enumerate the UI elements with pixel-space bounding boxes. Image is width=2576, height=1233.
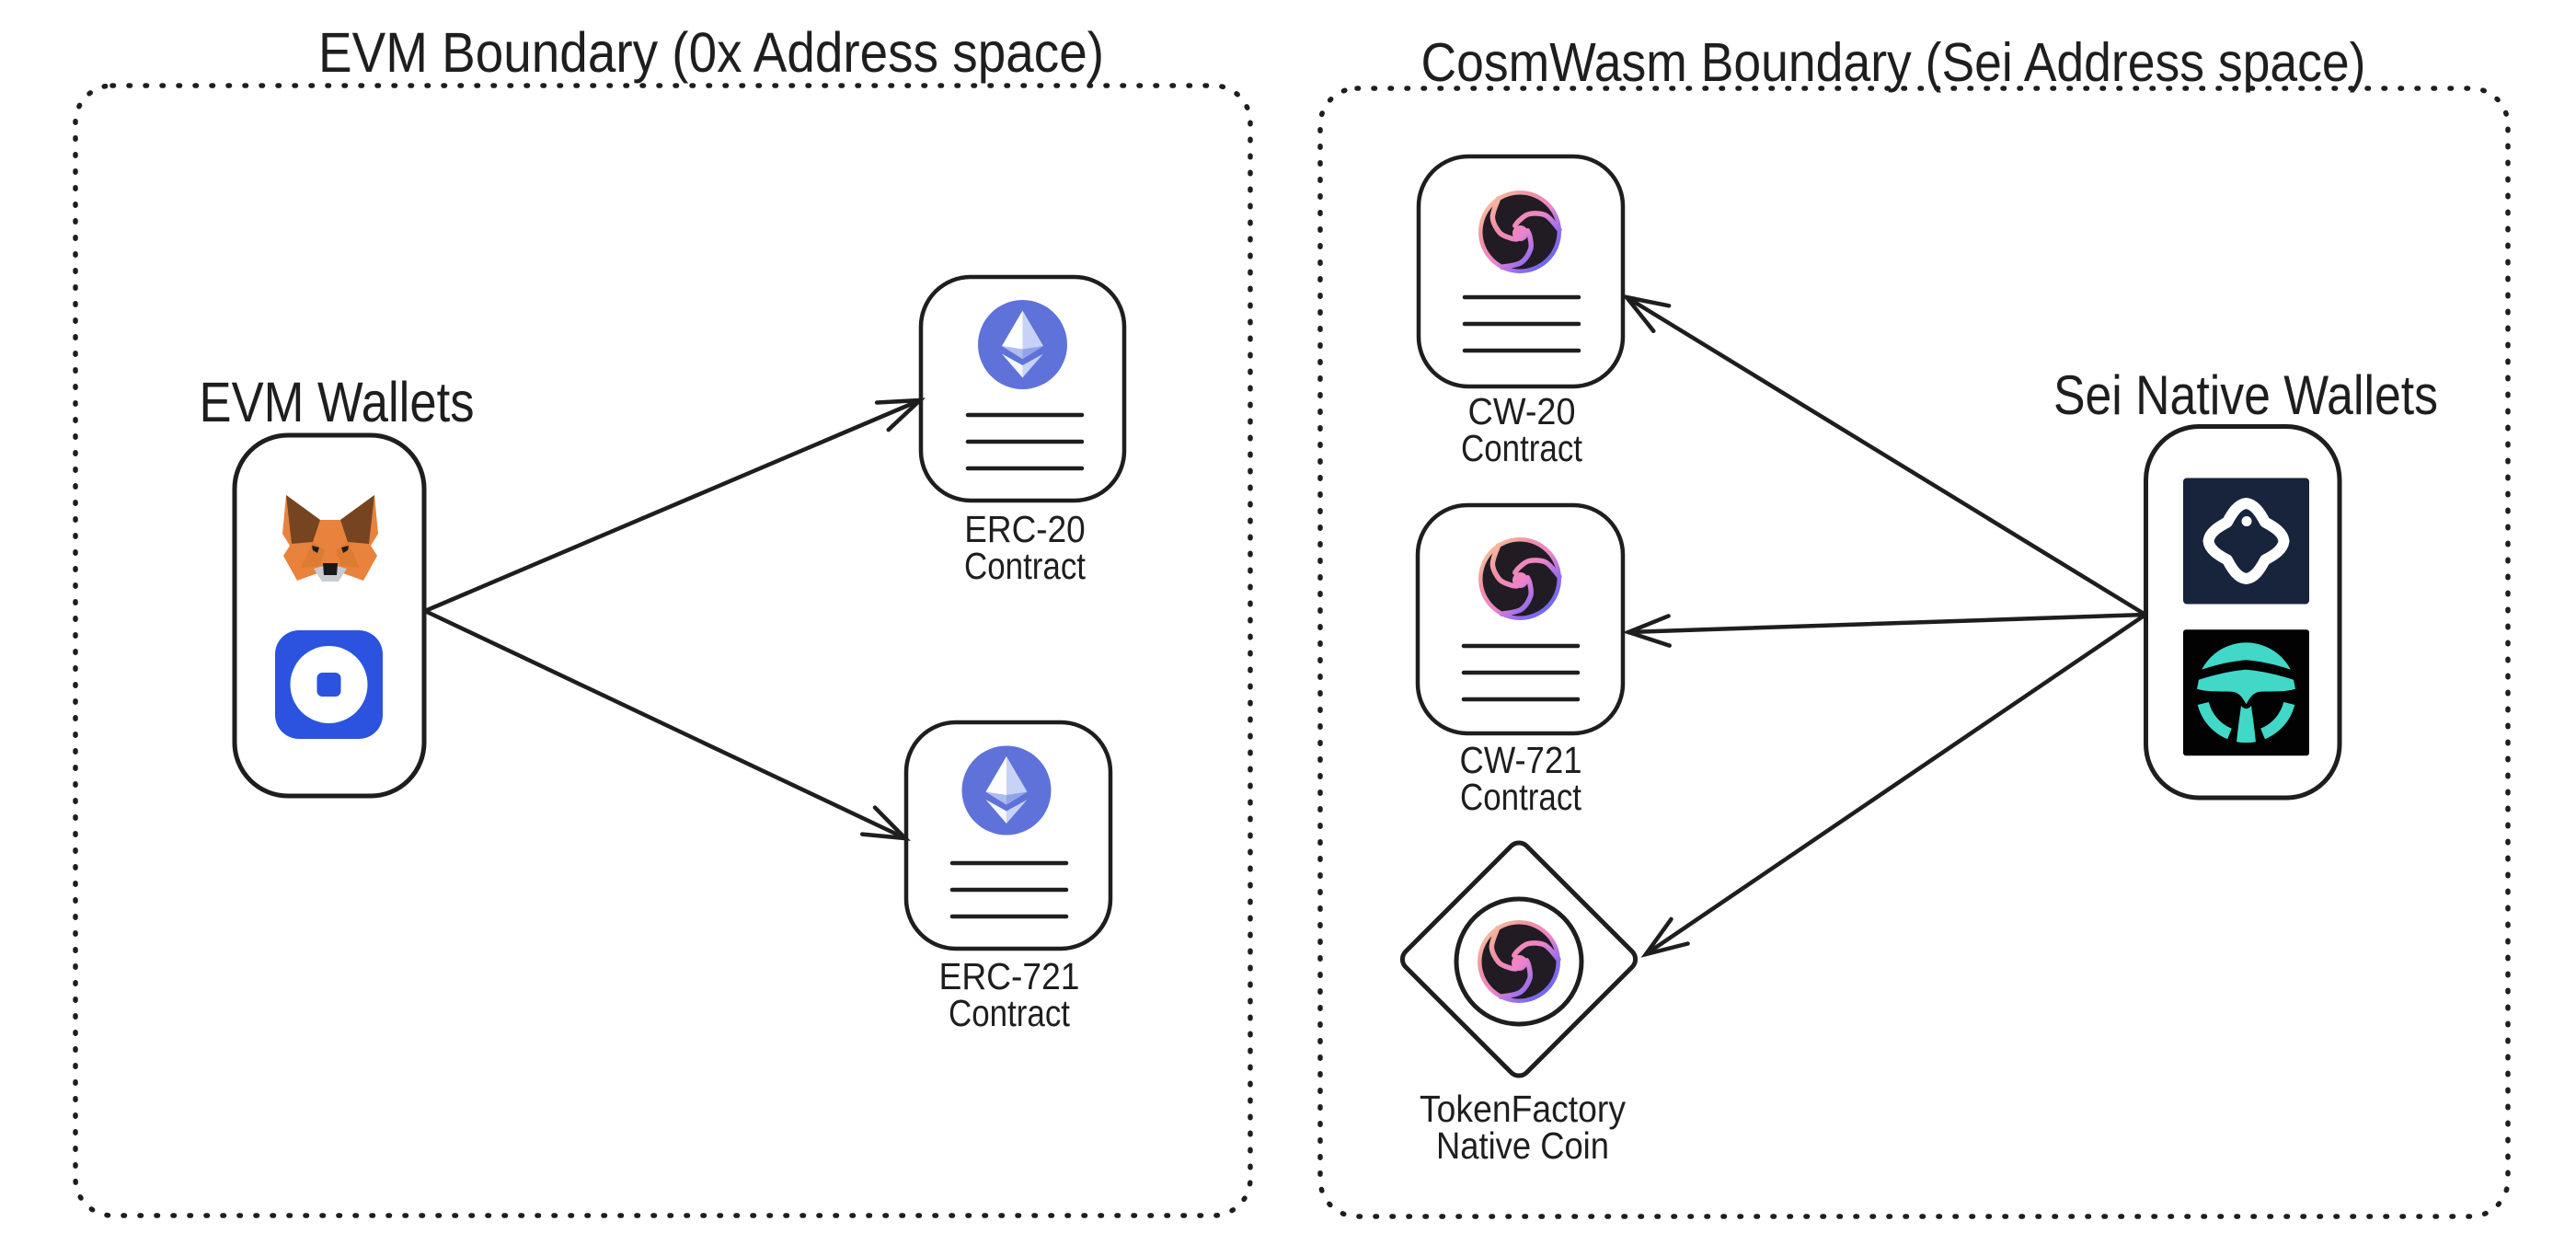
svg-text:TokenFactory: TokenFactory: [1420, 1088, 1626, 1130]
svg-text:Contract: Contract: [949, 992, 1071, 1034]
svg-text:Contract: Contract: [964, 545, 1087, 587]
svg-text:CW-20: CW-20: [1468, 390, 1576, 432]
svg-text:EVM Wallets: EVM Wallets: [200, 371, 475, 433]
svg-text:ERC-20: ERC-20: [964, 508, 1086, 550]
svg-text:EVM Boundary (0x Address space: EVM Boundary (0x Address space): [318, 21, 1104, 84]
svg-text:Sei Native Wallets: Sei Native Wallets: [2053, 364, 2438, 426]
svg-text:ERC-721: ERC-721: [939, 955, 1080, 997]
svg-text:CosmWasm Boundary (Sei Address: CosmWasm Boundary (Sei Address space): [1421, 32, 2366, 93]
svg-text:Native Coin: Native Coin: [1436, 1124, 1609, 1167]
svg-text:Contract: Contract: [1460, 776, 1582, 818]
svg-text:CW-721: CW-721: [1460, 739, 1582, 781]
svg-text:Contract: Contract: [1461, 427, 1583, 469]
